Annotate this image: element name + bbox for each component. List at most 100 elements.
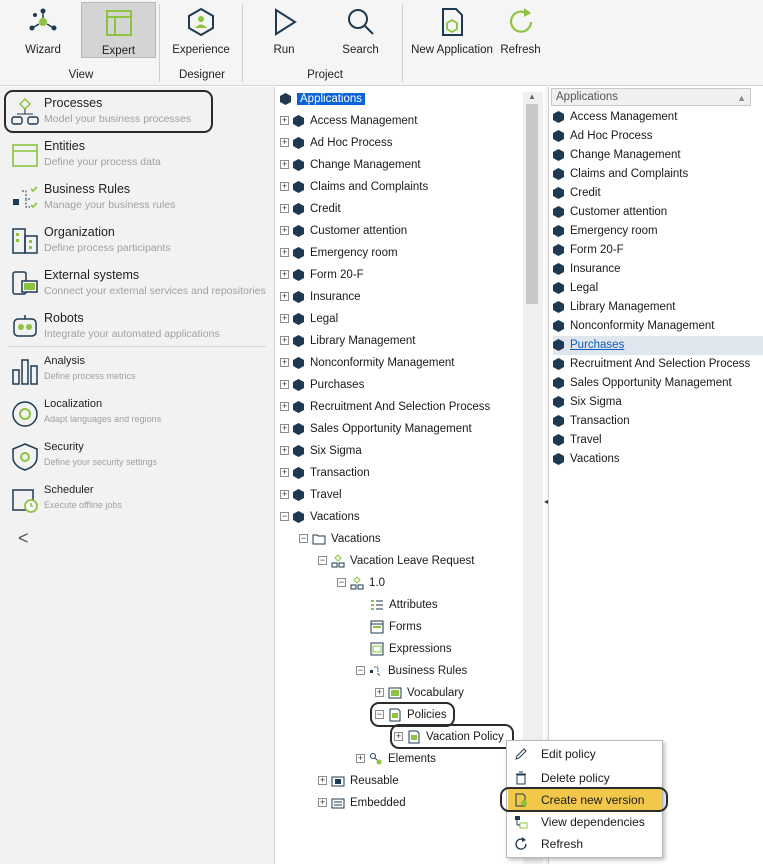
collapse-toggle[interactable]: −: [299, 533, 308, 544]
list-item[interactable]: Nonconformity Management: [553, 317, 714, 336]
tree-node-policies[interactable]: −Policies: [375, 705, 447, 725]
list-item[interactable]: Credit: [553, 184, 601, 203]
tree-node-application[interactable]: +Form 20-F: [280, 265, 364, 285]
nav-item-scheduler[interactable]: Scheduler Execute offline jobs: [8, 481, 270, 521]
tree-node-application[interactable]: +Travel: [280, 485, 342, 505]
tree-node-application[interactable]: +Transaction: [280, 463, 370, 483]
expand-toggle[interactable]: +: [280, 137, 289, 148]
list-item[interactable]: Change Management: [553, 146, 681, 165]
scroll-up-arrow[interactable]: ▲: [528, 92, 536, 101]
expand-toggle[interactable]: +: [356, 753, 365, 764]
list-item[interactable]: Transaction: [553, 412, 630, 431]
experience-button[interactable]: Experience: [170, 2, 232, 58]
expand-toggle[interactable]: +: [280, 269, 289, 280]
tree-node-application[interactable]: +Insurance: [280, 287, 361, 307]
new-application-button[interactable]: New Application: [408, 2, 496, 58]
tree-node-elements[interactable]: +Elements: [356, 749, 436, 769]
tree-node-application[interactable]: +Recruitment And Selection Process: [280, 397, 490, 417]
tree-node-vacations-folder[interactable]: −Vacations: [299, 529, 381, 549]
nav-item-analysis[interactable]: Analysis Define process metrics: [8, 352, 270, 392]
expand-toggle[interactable]: +: [280, 181, 289, 192]
list-item[interactable]: Form 20-F: [553, 241, 624, 260]
list-item[interactable]: Insurance: [553, 260, 621, 279]
list-item[interactable]: Ad Hoc Process: [553, 127, 652, 146]
tree-node-version[interactable]: −1.0: [337, 573, 385, 593]
tree-node-application[interactable]: +Credit: [280, 199, 341, 219]
panel-splitter[interactable]: ◀: [544, 87, 550, 864]
collapse-toggle[interactable]: −: [375, 709, 384, 720]
expand-toggle[interactable]: +: [280, 379, 289, 390]
tree-node-application[interactable]: +Customer attention: [280, 221, 407, 241]
collapse-toggle[interactable]: −: [280, 511, 289, 522]
tree-node-application[interactable]: +Six Sigma: [280, 441, 362, 461]
expand-toggle[interactable]: +: [280, 335, 289, 346]
expand-toggle[interactable]: +: [280, 467, 289, 478]
tree-root-applications[interactable]: Applications: [280, 89, 366, 109]
list-item[interactable]: Six Sigma: [553, 393, 622, 412]
list-item[interactable]: Legal: [553, 279, 598, 298]
nav-item-business-rules[interactable]: Business Rules Manage your business rule…: [8, 179, 270, 219]
nav-item-entities[interactable]: Entities Define your process data: [8, 136, 270, 176]
nav-item-organization[interactable]: Organization Define process participants: [8, 222, 270, 262]
expand-toggle[interactable]: +: [280, 357, 289, 368]
expert-button[interactable]: Expert: [81, 2, 156, 58]
collapse-nav-button[interactable]: <: [18, 528, 29, 548]
tree-node-embedded[interactable]: +Embedded: [318, 793, 406, 813]
tree-node-application[interactable]: +Legal: [280, 309, 338, 329]
tree-node-vocabulary[interactable]: +Vocabulary: [375, 683, 464, 703]
tree-node-application[interactable]: +Change Management: [280, 155, 421, 175]
tree-node-application[interactable]: +Sales Opportunity Management: [280, 419, 472, 439]
tree-node-application[interactable]: +Nonconformity Management: [280, 353, 454, 373]
run-button[interactable]: Run: [258, 2, 310, 58]
wizard-button[interactable]: Wizard: [14, 2, 72, 58]
list-item[interactable]: Recruitment And Selection Process: [553, 355, 750, 374]
tree-node-vacation-policy[interactable]: +Vacation Policy: [394, 727, 504, 747]
expand-toggle[interactable]: +: [280, 423, 289, 434]
nav-item-localization[interactable]: Localization Adapt languages and regions: [8, 395, 270, 435]
list-item[interactable]: Purchases: [553, 336, 763, 355]
collapse-toggle[interactable]: −: [356, 665, 365, 676]
search-button[interactable]: Search: [333, 2, 388, 58]
expand-toggle[interactable]: +: [280, 203, 289, 214]
tree-node-application[interactable]: +Access Management: [280, 111, 417, 131]
nav-item-external-systems[interactable]: External systems Connect your external s…: [8, 265, 270, 305]
menu-item-delete-policy[interactable]: Delete policy: [508, 767, 662, 789]
nav-item-robots[interactable]: Robots Integrate your automated applicat…: [8, 308, 270, 348]
expand-toggle[interactable]: +: [280, 401, 289, 412]
tree-node-application[interactable]: +Purchases: [280, 375, 364, 395]
nav-item-security[interactable]: Security Define your security settings: [8, 438, 270, 478]
expand-toggle[interactable]: +: [280, 489, 289, 500]
menu-item-edit-policy[interactable]: Edit policy: [508, 743, 662, 765]
tree-node-process[interactable]: −Vacation Leave Request: [318, 551, 474, 571]
list-item[interactable]: Library Management: [553, 298, 675, 317]
menu-item-create-new-version[interactable]: Create new version: [508, 789, 662, 811]
expand-toggle[interactable]: +: [280, 159, 289, 170]
nav-item-processes[interactable]: Processes Model your business processes: [8, 93, 270, 133]
list-item[interactable]: Vacations: [553, 450, 620, 469]
tree-node-application[interactable]: −Vacations: [280, 507, 360, 527]
expand-toggle[interactable]: +: [318, 797, 327, 808]
tree-node-forms[interactable]: Forms: [370, 617, 422, 637]
list-item[interactable]: Sales Opportunity Management: [553, 374, 732, 393]
tree-node-application[interactable]: +Library Management: [280, 331, 415, 351]
list-item[interactable]: Travel: [553, 431, 602, 450]
scrollbar-thumb[interactable]: [526, 104, 538, 304]
expand-toggle[interactable]: +: [318, 775, 327, 786]
tree-node-application[interactable]: +Ad Hoc Process: [280, 133, 392, 153]
tree-node-reusable[interactable]: +Reusable: [318, 771, 399, 791]
sort-arrow-icon[interactable]: ▲: [737, 93, 746, 103]
expand-toggle[interactable]: +: [280, 225, 289, 236]
tree-node-attributes[interactable]: Attributes: [370, 595, 438, 615]
refresh-button[interactable]: Refresh: [498, 2, 543, 58]
expand-toggle[interactable]: +: [280, 247, 289, 258]
expand-toggle[interactable]: +: [280, 445, 289, 456]
tree-node-business-rules[interactable]: −Business Rules: [356, 661, 467, 681]
list-item[interactable]: Emergency room: [553, 222, 658, 241]
expand-toggle[interactable]: +: [280, 291, 289, 302]
tree-node-application[interactable]: +Emergency room: [280, 243, 398, 263]
expand-toggle[interactable]: +: [280, 313, 289, 324]
menu-item-view-dependencies[interactable]: View dependencies: [508, 811, 662, 833]
list-item[interactable]: Access Management: [553, 108, 677, 127]
tree-node-application[interactable]: +Claims and Complaints: [280, 177, 428, 197]
tree-scrollbar[interactable]: ▲: [523, 92, 543, 864]
